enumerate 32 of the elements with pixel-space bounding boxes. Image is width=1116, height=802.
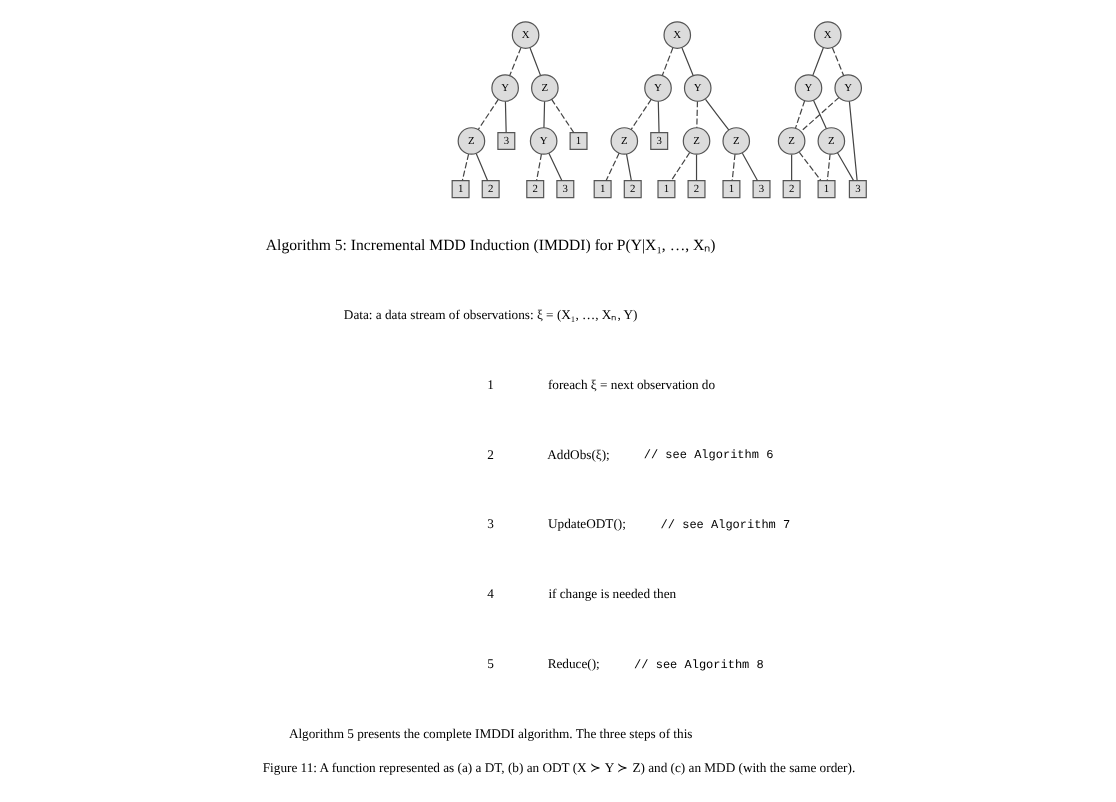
connector: [680, 47, 693, 77]
connector: [835, 152, 854, 181]
connector: [550, 98, 574, 134]
connector: [669, 152, 690, 181]
connector: [730, 153, 735, 181]
connector: [503, 100, 506, 133]
connector: [740, 152, 758, 182]
connector: [695, 100, 698, 129]
connector: [547, 152, 562, 182]
connector: [797, 151, 821, 181]
connector: [811, 47, 823, 76]
connector: [790, 154, 792, 182]
connector: [528, 47, 540, 76]
connector: [624, 153, 631, 181]
connector: [476, 98, 498, 131]
connector: [460, 153, 469, 181]
connector: [535, 153, 542, 181]
connector: [811, 99, 826, 130]
connector: [793, 100, 805, 129]
connector: [694, 154, 697, 182]
connector: [825, 153, 830, 181]
connector: [660, 47, 673, 76]
connector: [508, 47, 521, 77]
connector: [474, 153, 488, 182]
connector: [847, 100, 857, 181]
connector: [604, 152, 619, 182]
connector: [656, 100, 659, 133]
connector: [629, 98, 651, 131]
connector: [830, 47, 844, 77]
connector: [799, 97, 839, 132]
connector: [703, 98, 729, 131]
connector: [542, 100, 545, 129]
